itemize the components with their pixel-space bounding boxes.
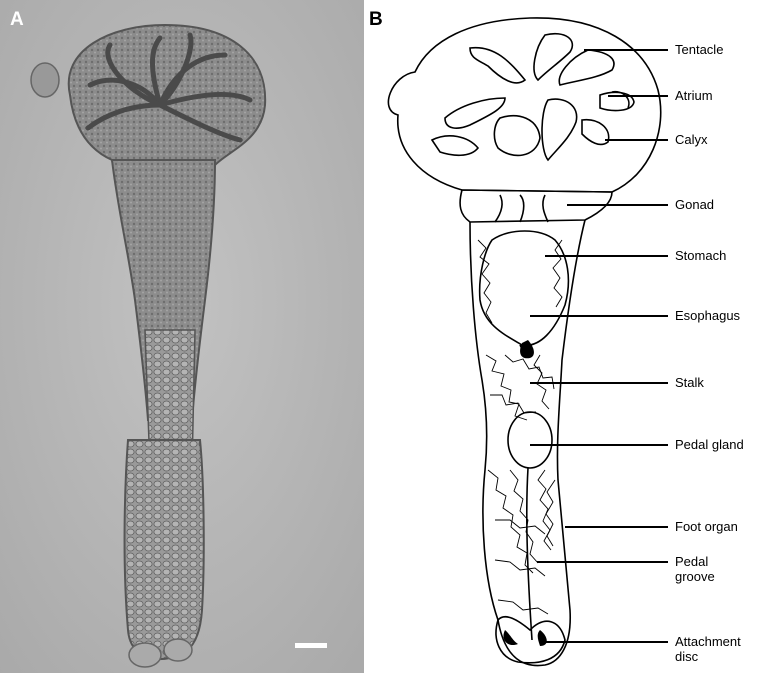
scale-bar — [295, 643, 327, 648]
calyx-outline — [388, 18, 660, 192]
micrograph-panel — [0, 0, 364, 673]
leader-lines — [530, 50, 668, 642]
label-gonad: Gonad — [675, 197, 714, 212]
label-foot-organ: Foot organ — [675, 519, 738, 534]
label-stalk: Stalk — [675, 375, 704, 390]
pedal-groove-line — [527, 468, 532, 640]
label-pedal-gland: Pedal gland — [675, 437, 744, 452]
label-pedal-groove: Pedal groove — [675, 554, 715, 584]
label-tentacle: Tentacle — [675, 42, 723, 57]
esophagus-dark-mark — [520, 340, 534, 358]
label-atrium: Atrium — [675, 88, 713, 103]
tentacle-shape — [470, 48, 525, 83]
stomach-shape — [480, 231, 569, 345]
label-esophagus: Esophagus — [675, 308, 740, 323]
panel-letter-a: A — [10, 9, 24, 31]
disc-dark-mark-left — [503, 630, 518, 645]
label-calyx: Calyx — [675, 132, 708, 147]
disc-dark-mark-right — [538, 630, 547, 646]
micrograph-image — [0, 0, 364, 673]
label-attachment-disc: Attachment disc — [675, 634, 741, 664]
panel-letter-b: B — [369, 9, 383, 31]
pedal-gland-shape — [508, 412, 552, 468]
attached-bud — [31, 63, 59, 97]
label-stomach: Stomach — [675, 248, 726, 263]
